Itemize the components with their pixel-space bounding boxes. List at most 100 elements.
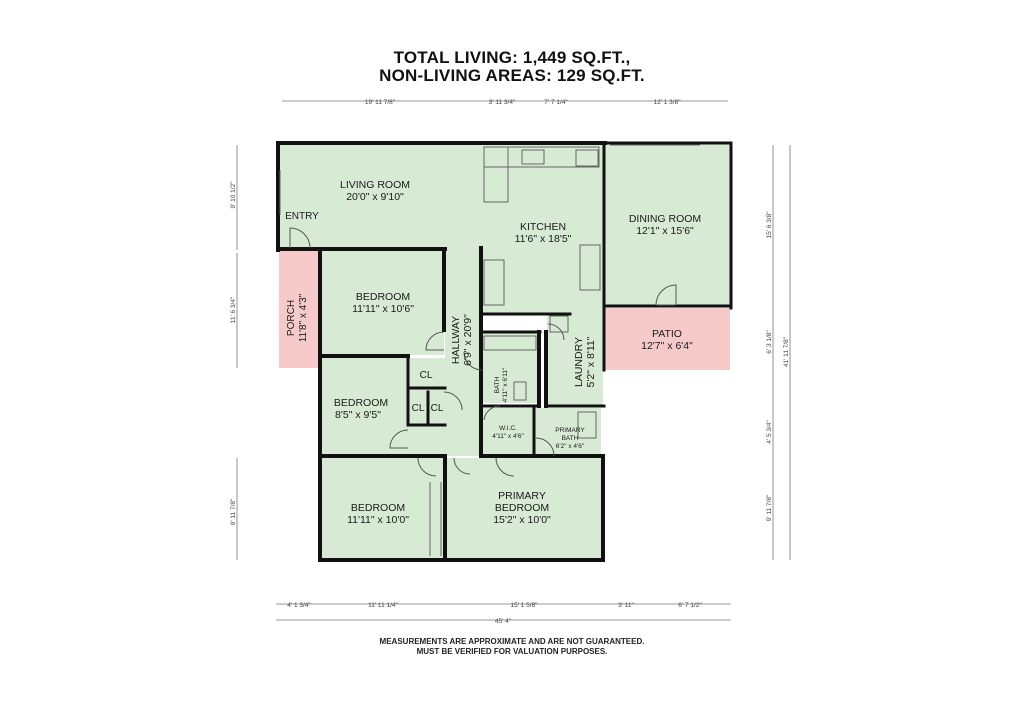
bedroom1-dims: 11'11" x 10'6" bbox=[352, 303, 414, 315]
bedroom3-label: BEDROOM bbox=[351, 502, 405, 514]
dim-bottom-3: 15' 1 5/8" bbox=[510, 602, 538, 609]
dining-room-label: DINING ROOM bbox=[629, 213, 701, 225]
kitchen-label: KITCHEN bbox=[520, 221, 566, 233]
primary-bedroom-dims: 15'2" x 10'0" bbox=[493, 514, 551, 526]
porch-label: PORCH bbox=[286, 300, 297, 336]
closet-door-1 bbox=[443, 391, 463, 411]
bedroom2-door bbox=[389, 429, 409, 449]
dim-bottom-2: 11' 11 1/4" bbox=[368, 602, 398, 609]
laundry-fill bbox=[547, 314, 603, 406]
doors bbox=[289, 227, 677, 477]
laundry-label: LAUNDRY bbox=[573, 337, 585, 387]
dim-bottom-1: 4' 1 3/4" bbox=[287, 602, 311, 609]
dim-top-3: 7' 7 1/4" bbox=[544, 99, 568, 106]
dim-right-3-group: 4' 5 3/4" bbox=[766, 420, 773, 444]
primary-bath-vanity bbox=[577, 411, 597, 439]
laundry-door bbox=[547, 323, 565, 341]
bedroom1-fill bbox=[322, 250, 444, 355]
closet3-label: CL bbox=[431, 403, 444, 414]
dim-right-4-group: 9' 11 7/8" bbox=[766, 494, 773, 521]
dim-right-total-group: 41' 11 7/8" bbox=[783, 336, 790, 367]
hallway-label-group: HALLWAY 6'9" x 20'9" bbox=[450, 314, 474, 366]
wic-door bbox=[483, 405, 501, 421]
walls bbox=[276, 141, 733, 562]
entry-door bbox=[289, 227, 311, 249]
bedroom2-fill bbox=[322, 358, 408, 454]
closet2-label: CL bbox=[412, 403, 425, 414]
laundry-dims: 5'2" x 8'11" bbox=[585, 336, 597, 387]
primary-bath-door bbox=[535, 437, 555, 457]
room-labels: LIVING ROOM 20'0" x 9'10" ENTRY KITCHEN … bbox=[285, 179, 701, 526]
kitchen-fill bbox=[480, 144, 605, 314]
primary-bath-label-2: BATH bbox=[562, 435, 579, 442]
dim-left-1: 9' 10 1/2" bbox=[230, 181, 237, 209]
primary-bath-fill bbox=[535, 408, 601, 456]
dining-room-fill bbox=[605, 144, 730, 306]
dimension-lines bbox=[236, 100, 791, 621]
hallway-label: HALLWAY bbox=[450, 316, 462, 364]
dim-bottom-total: 45' 4" bbox=[495, 618, 512, 625]
primary-door bbox=[495, 457, 515, 477]
living-room-label: LIVING ROOM bbox=[340, 179, 410, 191]
stove bbox=[483, 259, 505, 306]
disclaimer-line-2: MUST BE VERIFIED FOR VALUATION PURPOSES. bbox=[416, 647, 608, 656]
bedroom1-door bbox=[425, 331, 445, 351]
dining-patio-door bbox=[655, 284, 677, 306]
tub bbox=[483, 335, 537, 351]
laundry-label-group: LAUNDRY 5'2" x 8'11" bbox=[573, 336, 597, 387]
dim-top-4: 12' 1 3/8" bbox=[653, 99, 681, 106]
closet1-label: CL bbox=[420, 370, 433, 381]
dim-left-2: 11' 6 3/4" bbox=[230, 296, 237, 323]
bed3-door bbox=[453, 457, 471, 475]
dim-right-2: 6' 3 1/8" bbox=[766, 330, 773, 354]
porch-fill bbox=[279, 250, 318, 368]
bath-label-group: BATH 4'11" x 6'11" bbox=[494, 367, 509, 402]
wic-label: W.I.C. bbox=[499, 425, 517, 432]
dim-bottom-5: 6' 7 1/2" bbox=[678, 602, 702, 609]
dim-top-1: 19' 11 7/8" bbox=[365, 99, 396, 106]
bedroom3-dims: 11'11" x 10'0" bbox=[347, 514, 409, 526]
details bbox=[279, 144, 700, 556]
bath-label: BATH bbox=[494, 376, 501, 393]
kitchen-counter-right bbox=[579, 244, 601, 291]
kitchen-counter-left bbox=[483, 146, 509, 203]
non-living-title: NON-LIVING AREAS: 129 SQ.FT. bbox=[379, 66, 645, 85]
hall-door-bedroom3 bbox=[417, 457, 437, 477]
kitchen-dims: 11'6" x 18'5" bbox=[515, 233, 572, 245]
patio-label: PATIO bbox=[652, 328, 682, 340]
porch-label-group: PORCH 11'8" x 4'3" bbox=[286, 293, 309, 342]
room-fills bbox=[279, 144, 730, 560]
bedroom2-label: BEDROOM bbox=[334, 397, 388, 409]
dim-left-1-group: 9' 10 1/2" bbox=[230, 181, 237, 209]
toilet bbox=[513, 381, 527, 401]
bedroom2-dims: 8'5" x 9'5" bbox=[335, 409, 381, 421]
wic-dims: 4'11" x 4'6" bbox=[492, 433, 524, 440]
dim-right-2-group: 6' 3 1/8" bbox=[766, 330, 773, 354]
dim-right-3: 4' 5 3/4" bbox=[766, 420, 773, 444]
bath-fill bbox=[483, 333, 537, 403]
dimension-text: 19' 11 7/8" 3' 11 3/4" 7' 7 1/4" 12' 1 3… bbox=[230, 99, 790, 625]
porch-dims: 11'8" x 4'3" bbox=[298, 293, 309, 342]
dining-room-dims: 12'1" x 15'6" bbox=[636, 225, 694, 237]
living-room-dims: 20'0" x 9'10" bbox=[346, 191, 404, 203]
bath-dims: 4'11" x 6'11" bbox=[502, 367, 509, 402]
dim-right-1: 15' 6 3/8" bbox=[766, 211, 773, 239]
primary-bedroom-label-2: BEDROOM bbox=[495, 502, 549, 514]
bedroom3-fill bbox=[322, 458, 445, 560]
patio-fill bbox=[605, 308, 730, 370]
primary-bath-dims: 6'2" x 4'6" bbox=[556, 443, 585, 450]
primary-bedroom-label-1: PRIMARY bbox=[498, 490, 546, 502]
bath-door bbox=[463, 351, 483, 371]
dim-top-2: 3' 11 3/4" bbox=[489, 99, 516, 106]
dim-left-2-group: 11' 6 3/4" bbox=[230, 296, 237, 323]
hallway-fill bbox=[445, 248, 480, 456]
dim-right-4: 9' 11 7/8" bbox=[766, 494, 773, 521]
dim-left-3: 9' 11 7/8" bbox=[230, 498, 237, 525]
dim-bottom-4: 3' 11" bbox=[618, 602, 634, 609]
total-living-title: TOTAL LIVING: 1,449 SQ.FT., bbox=[393, 48, 631, 67]
wic-fill bbox=[483, 408, 533, 456]
fridge bbox=[575, 149, 599, 167]
disclaimer-line-1: MEASUREMENTS ARE APPROXIMATE AND ARE NOT… bbox=[379, 637, 645, 646]
entry-label: ENTRY bbox=[285, 211, 319, 222]
